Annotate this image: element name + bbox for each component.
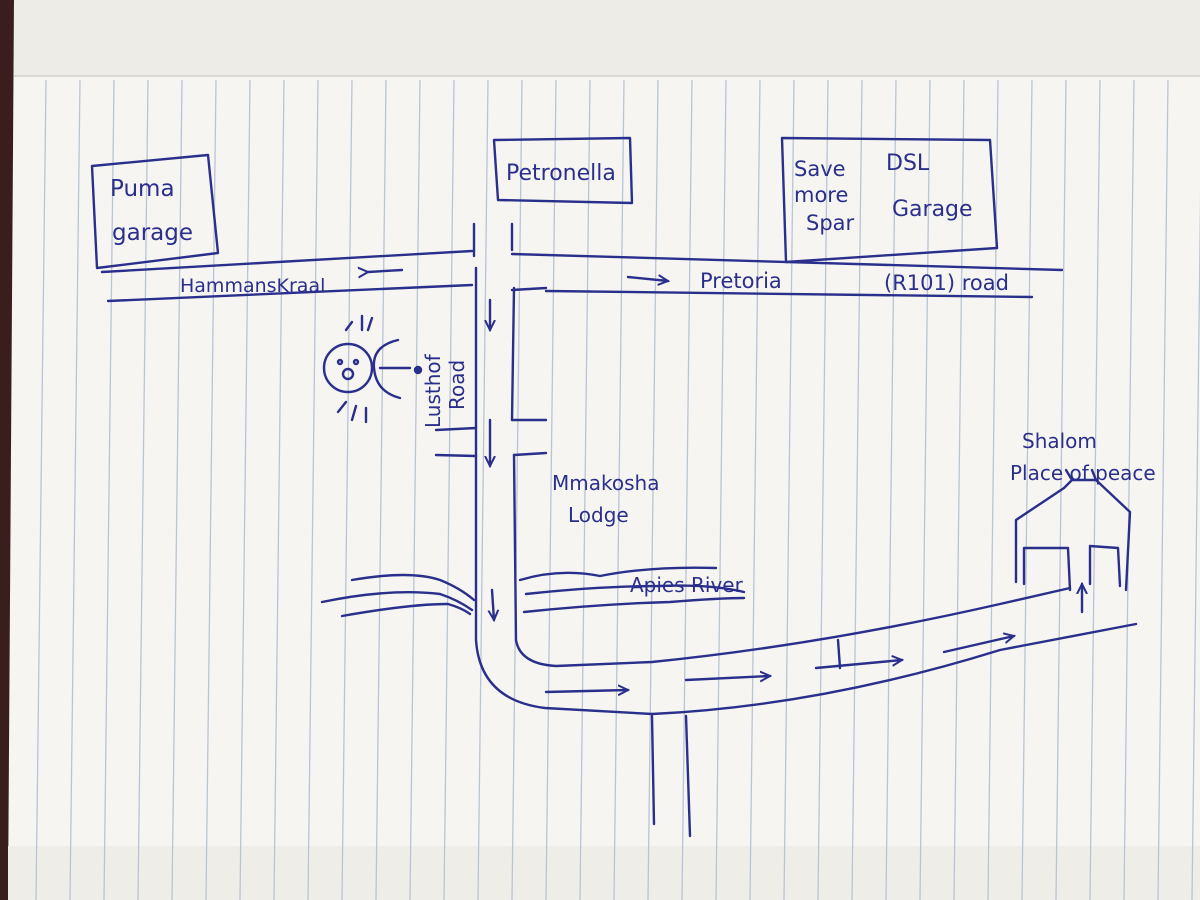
rule-line xyxy=(1021,79,1033,900)
petronella-label: Petronella xyxy=(506,161,616,186)
rule-line xyxy=(987,79,999,900)
rule-line xyxy=(103,79,115,900)
direction-arrow-icon xyxy=(368,270,404,272)
pretoria-road-edge-top xyxy=(510,252,1064,272)
river-line-3 xyxy=(340,602,472,618)
spar-label: more xyxy=(794,183,848,207)
lusthof-cross-tick-1 xyxy=(434,426,478,432)
rule-line xyxy=(307,79,319,900)
direction-arrow-icon xyxy=(684,676,770,680)
rule-line xyxy=(613,79,625,900)
rule-line xyxy=(69,79,81,900)
puma-garage-label: Puma xyxy=(110,176,175,202)
rule-line xyxy=(239,79,251,900)
mmakosha-lodge-label: Mmakosha xyxy=(552,471,659,495)
rule-line xyxy=(953,79,965,900)
rule-line xyxy=(409,79,421,900)
spar-label: Spar xyxy=(806,211,855,235)
pretoria-road-edge-bottom xyxy=(544,289,1034,299)
top-page-fold xyxy=(14,0,1200,76)
mmakosha-lodge-label: Lodge xyxy=(568,503,629,527)
lusthof-road-label: Road xyxy=(445,360,469,410)
lodge-road-edge-outer xyxy=(474,454,1138,716)
rule-line xyxy=(443,79,455,900)
hammanskraal-road-edge-top xyxy=(100,249,474,274)
paper-sheet xyxy=(8,0,1200,900)
rule-line xyxy=(35,79,47,900)
rule-line xyxy=(783,79,795,900)
apies-river-label: Apies River xyxy=(630,573,744,597)
direction-arrow-icon xyxy=(814,660,902,670)
lodge-road-edge-inner xyxy=(512,453,1072,668)
direction-arrow-icon xyxy=(492,588,494,620)
south-road-edge-left xyxy=(650,714,656,826)
person-sketch-icon xyxy=(322,314,423,424)
river-line-1 xyxy=(350,573,476,602)
rule-line xyxy=(137,79,149,900)
rule-line xyxy=(749,79,761,900)
rule-line xyxy=(545,79,557,900)
rule-line xyxy=(273,79,285,900)
rule-line xyxy=(171,79,183,900)
rule-line xyxy=(341,79,353,900)
dsl-garage-label: Garage xyxy=(892,197,973,222)
bottom-page-strip xyxy=(8,846,1200,900)
lusthof-road-label-group: Lusthof Road xyxy=(421,353,469,428)
spar-dsl-box xyxy=(780,136,999,264)
rule-line xyxy=(1157,79,1169,900)
lusthof-road-label: Lusthof xyxy=(421,353,445,428)
hammanskraal-road-edge-bottom xyxy=(106,283,474,303)
direction-arrow-icon xyxy=(626,277,668,281)
shalom-label: Place of peace xyxy=(1010,461,1156,485)
rule-line xyxy=(851,79,863,900)
puma-garage-box xyxy=(90,153,220,270)
rule-line xyxy=(375,79,387,900)
lusthof-top-tick xyxy=(510,286,548,292)
map-ink xyxy=(90,136,1138,838)
rule-line xyxy=(817,79,829,900)
rule-line xyxy=(919,79,931,900)
rule-line xyxy=(1089,79,1101,900)
r101-road-label: (R101) road xyxy=(884,271,1009,295)
river-line-6 xyxy=(522,596,746,614)
lusthof-road-edge-right xyxy=(510,286,516,422)
road-tick xyxy=(836,638,842,670)
rule-line xyxy=(647,79,659,900)
spar-label: Save xyxy=(794,157,846,181)
hammanskraal-road-label: HammansKraal xyxy=(180,275,325,297)
river-line-4 xyxy=(518,566,718,582)
rule-line xyxy=(1123,79,1135,900)
direction-arrow-icon xyxy=(942,636,1014,654)
rule-line xyxy=(511,79,523,900)
lusthof-cross-tick-2 xyxy=(434,453,478,458)
lusthof-cross-tick-3 xyxy=(512,451,548,457)
rule-line xyxy=(885,79,897,900)
petronella-box xyxy=(492,136,634,205)
shalom-label: Shalom xyxy=(1022,429,1097,453)
river-line-2 xyxy=(320,591,474,612)
pretoria-road-label: Pretoria xyxy=(700,269,782,293)
rule-line xyxy=(1191,190,1200,900)
rule-line xyxy=(477,79,489,900)
puma-garage-label: garage xyxy=(112,220,193,246)
rule-line xyxy=(579,79,591,900)
labels: Puma garage Petronella Save more Spar DS… xyxy=(110,151,1156,597)
rule-line xyxy=(681,79,693,900)
river-line-5 xyxy=(524,584,746,596)
house-sketch-icon xyxy=(1014,468,1132,592)
dsl-garage-label: DSL xyxy=(886,151,930,176)
direction-arrow-icon xyxy=(544,690,628,692)
south-road-edge-right xyxy=(684,714,692,838)
rule-line xyxy=(715,79,727,900)
